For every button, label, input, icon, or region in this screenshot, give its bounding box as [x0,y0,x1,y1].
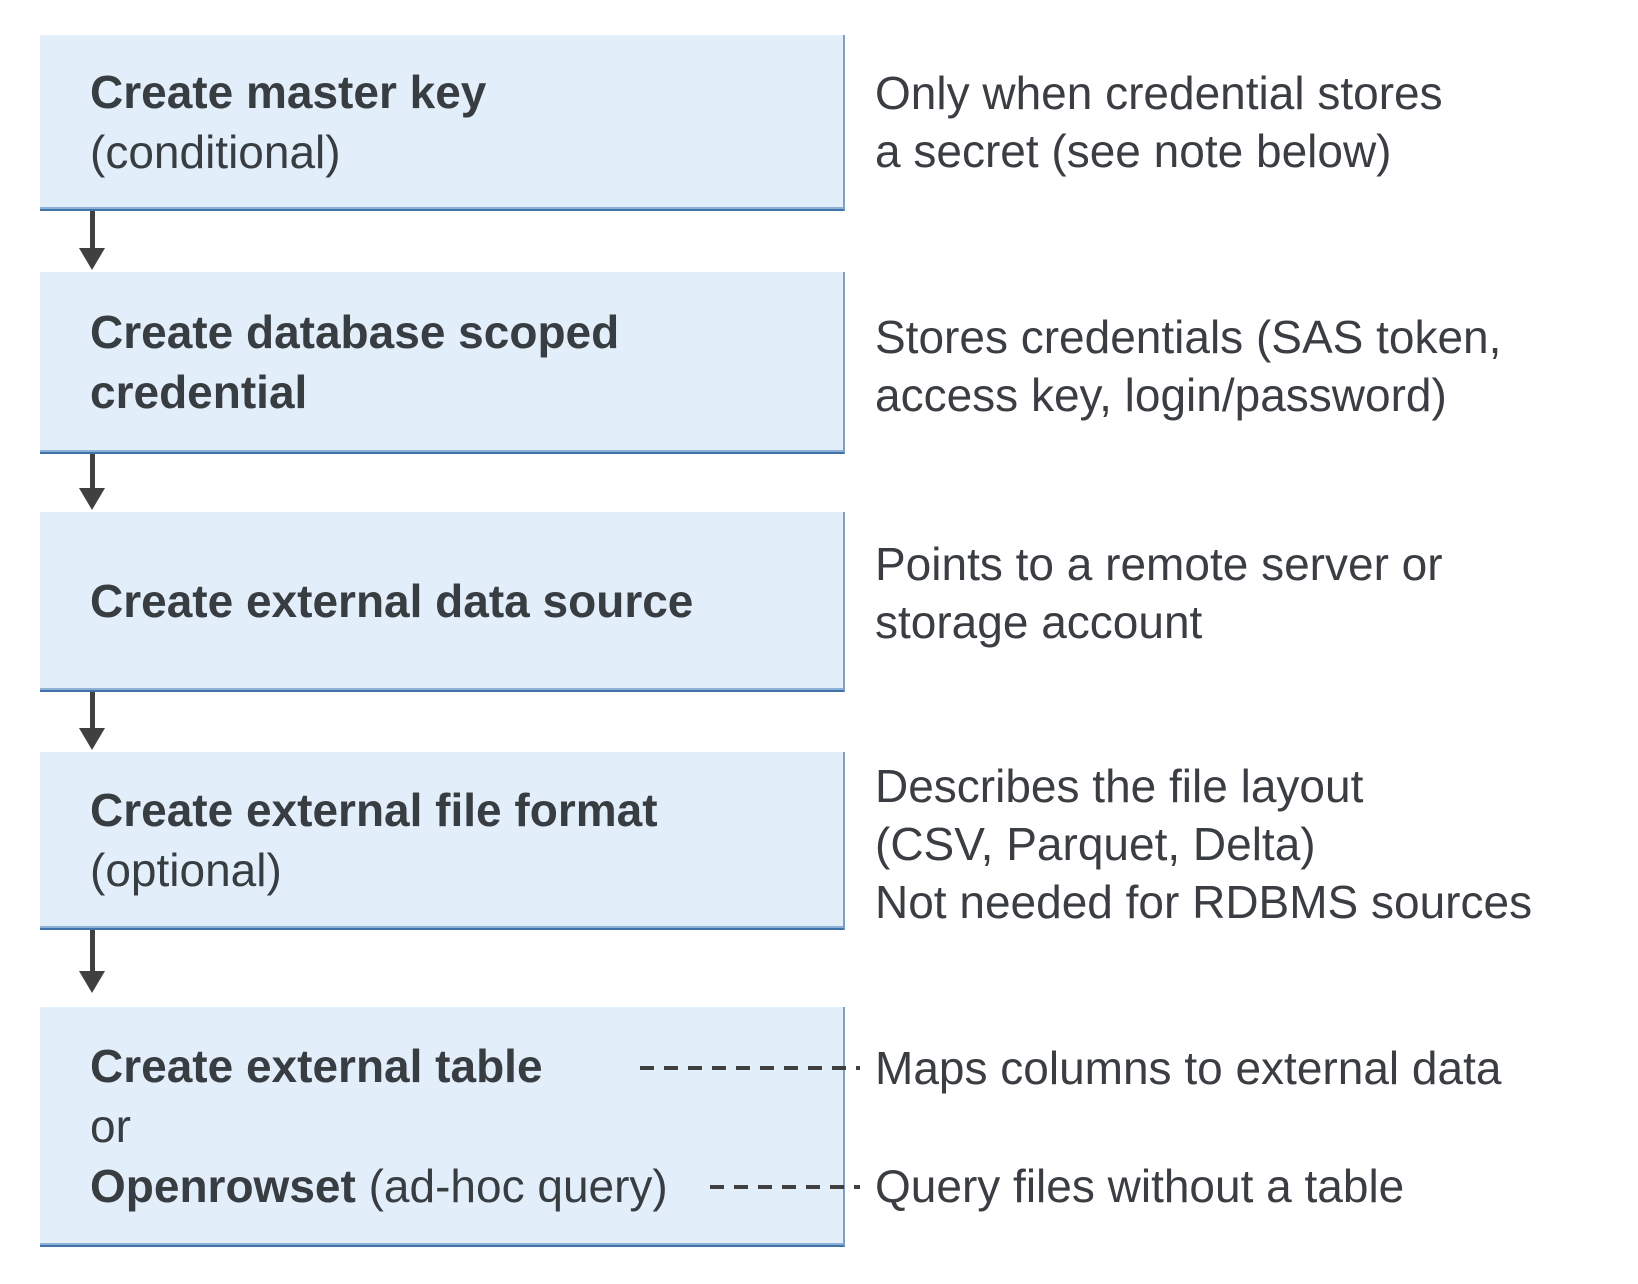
note-line: Maps columns to external data [875,1042,1502,1094]
arrow-head [79,971,105,993]
flow-box-create-external-table-or-openrowset: Create external table or Openrowset (ad-… [40,1007,845,1247]
flow-box-create-database-scoped-credential: Create database scoped credential [40,272,845,454]
note-line: storage account [875,596,1203,648]
step-title: Create external data source [90,575,694,627]
note-openrowset: Query files without a table [875,1157,1404,1215]
note-line: Query files without a table [875,1160,1405,1212]
step-alt-line: Openrowset (ad-hoc query) [90,1156,843,1216]
arrow-head [79,488,105,510]
note-line: Points to a remote server or [875,538,1443,590]
step-title: Create master key [90,66,487,118]
step-title-line: credential [90,366,308,418]
step-alt-suffix: (ad-hoc query) [355,1160,668,1212]
down-arrow-4 [79,930,105,993]
arrow-shaft [89,930,95,971]
dashed-connector-external-table [640,1066,860,1070]
note-master-key: Only when credential stores a secret (se… [875,64,1443,180]
down-arrow-2 [79,454,105,510]
note-line: a secret (see note below) [875,125,1392,177]
step-alt-title: Openrowset [90,1160,356,1212]
down-arrow-3 [79,692,105,750]
arrow-head [79,248,105,270]
flow-box-create-external-data-source: Create external data source [40,512,845,692]
step-subtitle: (conditional) [90,126,341,178]
arrow-shaft [89,211,95,248]
arrow-head [79,728,105,750]
arrow-shaft [89,692,95,728]
note-external-file-format: Describes the file layout (CSV, Parquet,… [875,757,1532,931]
note-line: Only when credential stores [875,67,1443,119]
step-title-line: Create database scoped [90,306,620,358]
note-line: Stores credentials (SAS token, [875,311,1502,363]
note-line: access key, login/password) [875,369,1447,421]
note-line: (CSV, Parquet, Delta) [875,818,1316,870]
step-conjunction: or [90,1100,131,1152]
step-title: Create external file format [90,784,658,836]
arrow-shaft [89,454,95,488]
down-arrow-1 [79,211,105,270]
flow-box-create-external-file-format: Create external file format (optional) [40,752,845,930]
note-line: Not needed for RDBMS sources [875,876,1533,928]
dashed-connector-openrowset [710,1185,860,1189]
flow-box-create-master-key: Create master key (conditional) [40,35,845,211]
note-external-data-source: Points to a remote server or storage acc… [875,535,1443,651]
note-database-scoped-credential: Stores credentials (SAS token, access ke… [875,308,1501,424]
step-title: Create external table [90,1040,543,1092]
note-external-table: Maps columns to external data [875,1039,1501,1097]
note-line: Describes the file layout [875,760,1364,812]
step-subtitle: (optional) [90,844,282,896]
